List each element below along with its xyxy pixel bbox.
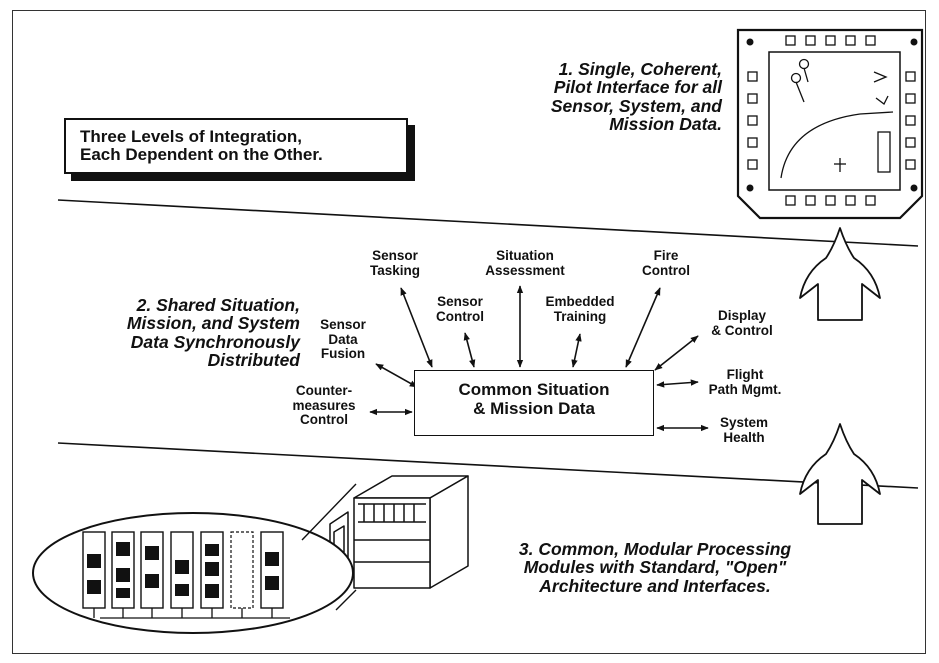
node-line: Sensor [372, 248, 418, 263]
level-3-label: 3. Common, Modular Processing Modules wi… [480, 539, 830, 596]
arrow-sensor-data-fusion [375, 363, 418, 388]
divider-line-upper [57, 199, 919, 247]
node-line: Health [723, 429, 765, 445]
node-line: measures [292, 397, 356, 413]
node-line: Path Mgmt. [708, 381, 782, 397]
upward-arrow-icon [799, 423, 881, 525]
processing-modules-icon [32, 483, 357, 634]
node-line: Fusion [320, 346, 366, 362]
node-sensor-data-fusion: Sensor Data Fusion [308, 317, 378, 362]
common-situation-box: Common Situation & Mission Data [414, 370, 654, 436]
title-line: Three Levels of Integration, [80, 127, 302, 146]
level-2-label: 2. Shared Situation, Mission, and System… [40, 296, 300, 370]
arrow-flight-path-mgmt [656, 379, 699, 388]
node-line: Control [642, 262, 690, 278]
level-1-label: 1. Single, Coherent, Pilot Interface for… [470, 60, 722, 134]
level-1-line: Pilot Interface for all [553, 77, 722, 98]
level-2-line: Data Synchronously [130, 331, 300, 352]
level-1-line: Sensor, System, and [550, 95, 722, 116]
level-2-line: Mission, and System [126, 313, 300, 334]
divider-line-lower [57, 442, 919, 489]
title-line: Each Dependent on the Other. [80, 144, 323, 164]
node-line: Sensor [437, 294, 483, 309]
node-sensor-control: Sensor Control [424, 294, 496, 324]
arrow-sensor-tasking [400, 287, 433, 368]
node-line: Sensor [320, 317, 366, 332]
node-line: Training [553, 308, 607, 324]
center-line: & Mission Data [473, 399, 595, 419]
title-text: Three Levels of Integration, Each Depend… [80, 128, 323, 164]
diagram-frame [12, 10, 926, 654]
node-line: Situation [496, 248, 554, 263]
level-2-line: 2. Shared Situation, [136, 295, 300, 315]
node-line: Flight [726, 367, 764, 382]
node-line: Tasking [369, 262, 420, 278]
arrow-fire-control [625, 287, 661, 368]
node-embedded-training: Embedded Training [532, 294, 628, 324]
level-3-line: 3. Common, Modular Processing [518, 539, 792, 559]
level-1-line: Mission Data. [609, 114, 722, 135]
level-1-line: 1. Single, Coherent, [558, 59, 722, 79]
level-3-line: Architecture and Interfaces. [539, 575, 771, 596]
node-line: Assessment [485, 262, 565, 278]
level-3-line: Modules with Standard, "Open" [523, 557, 787, 578]
node-countermeasures-control: Counter- measures Control [280, 383, 368, 428]
node-fire-control: Fire Control [634, 248, 698, 278]
title-box: Three Levels of Integration, Each Depend… [64, 118, 408, 174]
node-line: System [719, 415, 769, 430]
cockpit-display-icon [736, 28, 924, 220]
arrow-sensor-control [463, 332, 476, 368]
node-situation-assessment: Situation Assessment [470, 248, 580, 278]
node-line: Control [300, 412, 348, 428]
common-situation-text: Common Situation & Mission Data [415, 380, 653, 418]
node-line: Display [717, 308, 767, 323]
node-line: Fire [653, 248, 679, 263]
node-line: & Control [711, 322, 773, 338]
node-line: Control [436, 308, 484, 324]
node-flight-path-mgmt: Flight Path Mgmt. [700, 367, 790, 397]
node-line: Embedded [545, 294, 615, 309]
center-line: Common Situation [458, 380, 610, 399]
arrow-display-control [654, 335, 699, 371]
level-2-line: Distributed [207, 350, 300, 371]
arrow-embedded-training [571, 333, 582, 368]
upward-arrow-icon [799, 227, 881, 321]
node-line: Data [328, 331, 358, 347]
node-line: Counter- [295, 383, 353, 398]
node-system-health: System Health [708, 415, 780, 445]
node-sensor-tasking: Sensor Tasking [362, 248, 428, 278]
node-display-control: Display & Control [700, 308, 784, 338]
